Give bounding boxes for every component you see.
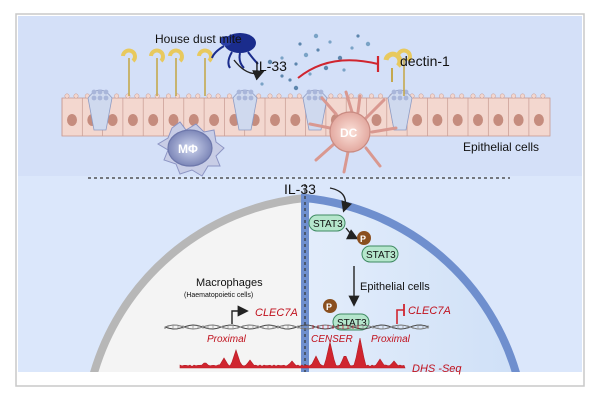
clec7a-left-label: CLEC7A xyxy=(255,307,298,319)
macrophages-label: Macrophages xyxy=(196,277,263,289)
dhs-seq-peaks xyxy=(179,337,406,369)
dc-cell-label: DC xyxy=(340,126,358,140)
dectin1-label: dectin-1 xyxy=(400,53,450,69)
dna-strand xyxy=(164,324,430,330)
proximal-right-label: Proximal xyxy=(371,334,411,345)
dectin1-receptor-icon xyxy=(383,51,403,82)
p-label-a: P xyxy=(360,234,366,244)
phospho-circle-b xyxy=(323,299,337,313)
macrophage-cell xyxy=(157,121,225,177)
proximal-left-label: Proximal xyxy=(207,334,247,345)
haematopoietic-label: (Haematopoietic cells) xyxy=(184,292,253,299)
clec7a-repression-arrow xyxy=(396,309,404,324)
mite-to-il33-arrow xyxy=(233,59,265,81)
house-dust-mite-icon xyxy=(211,33,259,69)
dendritic-cell xyxy=(308,90,398,174)
il33-lower-label: IL-33 xyxy=(284,181,316,197)
clec7a-promoter-arrow-left xyxy=(231,305,249,324)
phospho-circle-a xyxy=(357,231,371,245)
stat3-label-c: STAT3 xyxy=(337,318,367,329)
house-dust-mite-label: House dust mite xyxy=(155,32,242,46)
epithelial-cells-lower-label: Epithelial cells xyxy=(360,281,430,293)
stat3-label-b: STAT3 xyxy=(366,250,396,261)
il33-particles xyxy=(260,33,371,91)
p-label-b: P xyxy=(326,302,332,312)
il33-to-stat3-arrow xyxy=(329,187,352,213)
macrophage-cell-label: MΦ xyxy=(178,142,198,156)
dhs-seq-label: DHS -Seq xyxy=(412,363,462,375)
epithelial-cells-top-label: Epithelial cells xyxy=(463,140,539,154)
phosphorylation-arrow xyxy=(345,227,359,240)
stat3-label-a: STAT3 xyxy=(313,219,343,230)
stat3-box-c xyxy=(332,313,370,331)
il33-top-label: IL-33 xyxy=(255,58,287,74)
il33-inhibits-dectin1-curve xyxy=(297,59,379,79)
stat3-box-b xyxy=(361,245,399,263)
stat3-box-a xyxy=(308,214,346,232)
clec7a-right-label: CLEC7A xyxy=(408,305,451,317)
dectin1-receptors xyxy=(121,48,412,96)
censer-label: CENSER xyxy=(311,334,353,345)
